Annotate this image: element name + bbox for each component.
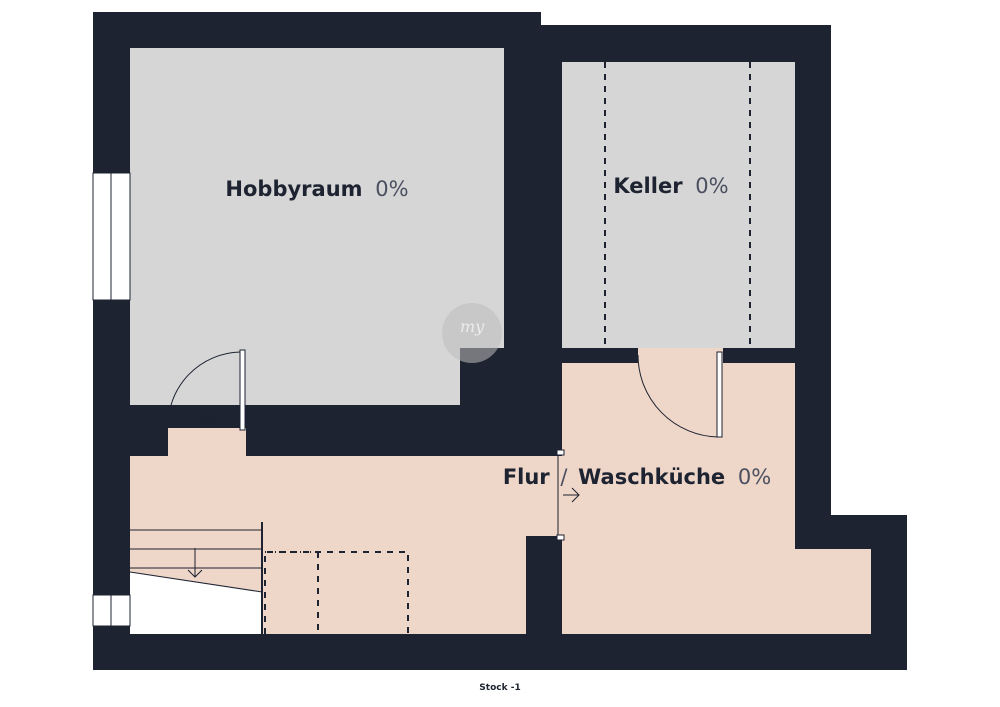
hobbyraum-label: Hobbyraum 0% — [225, 177, 408, 201]
flur-percent: 0% — [738, 465, 771, 489]
flur-label: Flur / Waschküche 0% — [503, 465, 771, 489]
hobbyraum-percent: 0% — [375, 177, 408, 201]
waschkueche-name: Waschküche — [578, 465, 725, 489]
keller-name: Keller — [613, 174, 683, 198]
keller-door — [637, 351, 723, 438]
hobbyraum-name: Hobbyraum — [225, 177, 362, 201]
hobbyraum-room — [130, 48, 504, 405]
keller-label: Keller 0% — [613, 174, 728, 198]
svg-text:my: my — [460, 317, 485, 336]
stairs — [129, 522, 263, 634]
keller-percent: 0% — [695, 174, 728, 198]
floor-label: Stock -1 — [479, 683, 521, 693]
hobbyraum-door — [167, 349, 246, 431]
flur-separator: / — [560, 465, 568, 489]
keller-room — [562, 62, 795, 348]
dashed-outlines — [264, 62, 751, 634]
flur-passage — [556, 449, 580, 541]
windows — [92, 172, 131, 627]
watermark-logo: my — [442, 303, 502, 363]
flur-name: Flur — [503, 465, 550, 489]
